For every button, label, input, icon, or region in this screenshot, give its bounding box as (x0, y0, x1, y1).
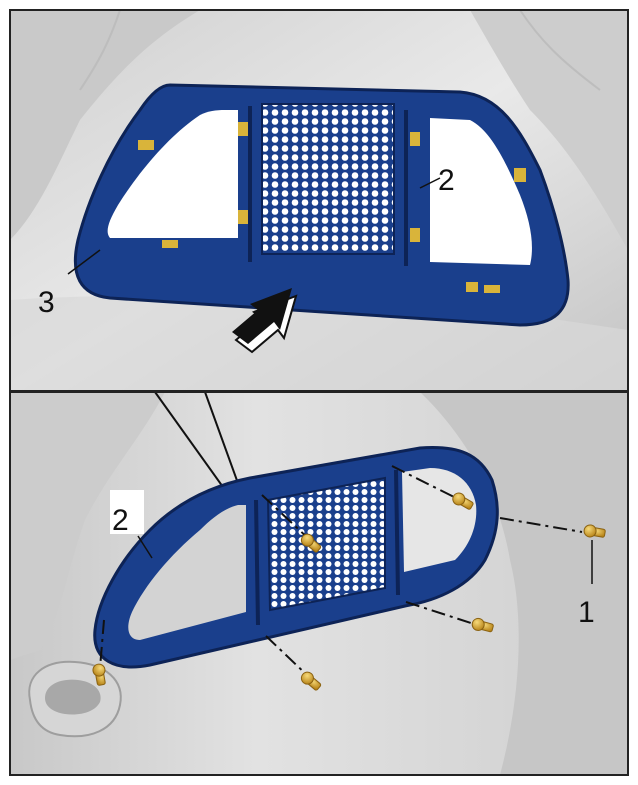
leader-line-top-frame (67, 249, 101, 275)
callout-top-clip: 2 (438, 164, 455, 197)
clip-icon (138, 140, 154, 150)
bottom-mesh-panel (266, 476, 386, 612)
clip-icon (514, 168, 526, 182)
top-panel: 3 2 (10, 9, 628, 391)
bottom-panel: 2 1 (10, 391, 628, 775)
bottom-frame-window-left (128, 505, 246, 640)
screw-icon (300, 671, 322, 691)
screw-icon (471, 617, 494, 633)
top-frame (73, 83, 570, 327)
clip-icon (238, 210, 248, 224)
seat-contour-line (79, 9, 121, 91)
top-frame-window-right (430, 118, 532, 265)
clip-icon (238, 122, 248, 136)
callout-screws: 1 (578, 596, 595, 629)
callout-bottom-clip-backdrop (110, 490, 144, 534)
callout-bottom-clip: 2 (112, 504, 129, 537)
leader-line-bottom-clip (137, 535, 153, 559)
clip-icon (410, 228, 420, 242)
screw-icon (300, 533, 322, 553)
top-frame-window-left (107, 110, 238, 238)
screw-leader-line (405, 601, 475, 625)
screw-icon (583, 524, 606, 538)
screw-leader-line (499, 517, 583, 533)
bottom-frame (93, 445, 499, 669)
screw-icon (452, 492, 474, 510)
leader-line-top-clip (419, 177, 441, 189)
bottom-frame-divider-left (254, 499, 260, 626)
clip-icon (466, 282, 478, 292)
seat-contour-line-2 (519, 9, 601, 91)
screw-leader-line (261, 494, 311, 541)
seat-bottom-left-bolster (10, 392, 165, 660)
clip-icon (410, 132, 420, 146)
seat-belt-guide-opening (45, 679, 101, 715)
screw-leader-line (265, 635, 311, 679)
seat-bottom-right-bolster (420, 392, 628, 775)
callout-top-frame: 3 (38, 286, 55, 319)
direction-arrow-icon (232, 288, 298, 354)
screw-leader-line (391, 465, 461, 501)
bottom-frame-divider-right (394, 469, 400, 596)
screw-leader-line (99, 619, 105, 669)
clip-icon (484, 285, 500, 293)
screw-icon (92, 663, 106, 686)
seat-shoulder-right (470, 10, 628, 250)
bottom-panel-border (9, 391, 629, 776)
clip-icon (162, 240, 178, 248)
top-mesh-panel (261, 103, 395, 255)
seat-shoulder-left (10, 10, 200, 240)
screws (92, 465, 606, 691)
